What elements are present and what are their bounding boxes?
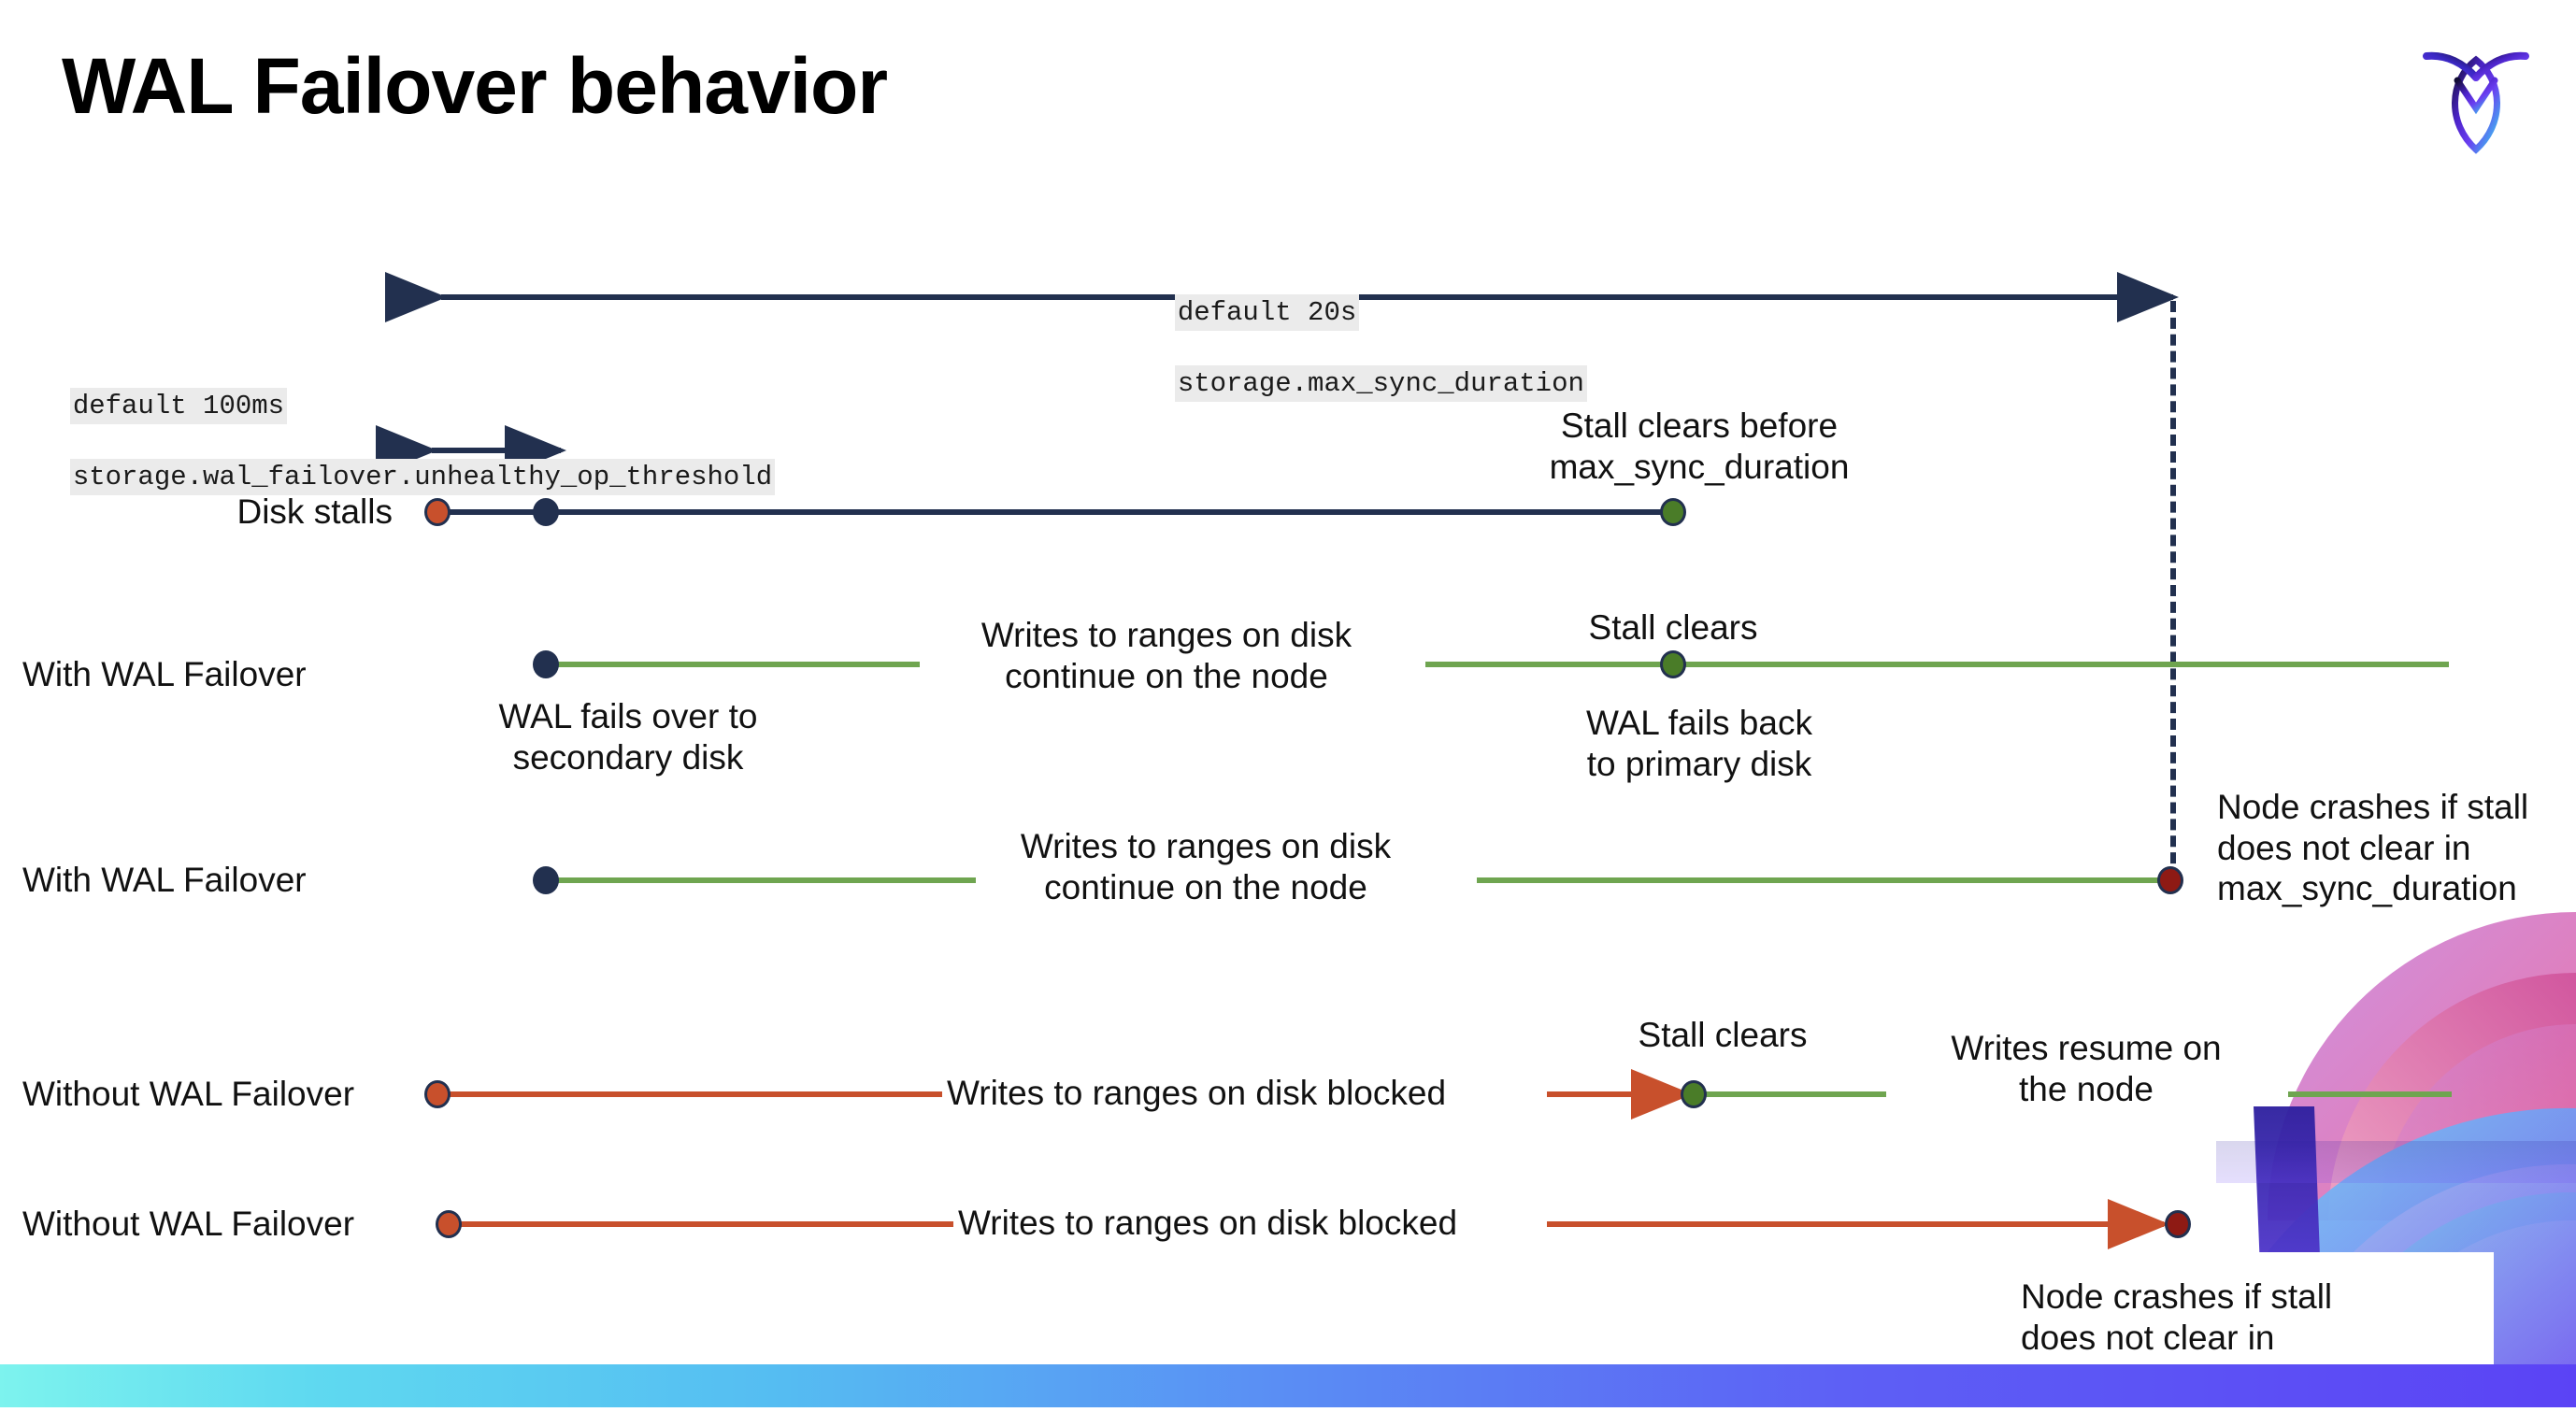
with-failover-timeline-left [546,662,920,667]
note-writes-continue-1: Writes to ranges on disk continue on the… [980,616,1352,695]
note-stall-clears-before-max-sync: Stall clears before max_sync_duration [1549,406,1850,486]
disk-stall-clears-dot [1660,498,1686,526]
max-sync-duration-annotation: default 20s storage.max_sync_duration [1142,260,1587,403]
note-node-crashes-1: Node crashes if stall does not clear in … [2217,788,2529,908]
bottom-gradient-bar [0,1364,2576,1407]
note-writes-continue-2: Writes to ranges on disk continue on the… [1020,827,1392,906]
page-title: WAL Failover behavior [62,42,888,130]
max-sync-duration-dropline [2170,301,2176,880]
wal-failover-start-dot [533,650,559,678]
node-crash-dot-2 [2165,1210,2191,1238]
note-writes-resume: Writes resume on the node [1951,1029,2222,1108]
without-failover-crash-timeline [449,1221,953,1227]
note-writes-blocked-2: Writes to ranges on disk blocked [958,1204,1458,1242]
row-label-without-wal-failover-2: Without WAL Failover [22,1205,355,1243]
disk-stall-start-dot [424,498,451,526]
disk-stalls-timeline [437,509,1673,515]
cockroachdb-logo-icon [2406,26,2546,166]
with-failover-timeline-right [1425,662,2449,667]
wal-failover-stall-clears-dot [1660,650,1686,678]
without-failover-stall-clears-dot [1681,1080,1707,1108]
without-failover-resume-timeline-a [1699,1091,1886,1097]
row-label-without-wal-failover-1: Without WAL Failover [22,1075,355,1113]
note-writes-blocked-1: Writes to ranges on disk blocked [947,1074,1447,1112]
without-failover-start-dot-1 [424,1080,451,1108]
unhealthy-default-label: default 100ms [69,388,288,425]
unhealthy-threshold-annotation: default 100ms storage.wal_failover.unhea… [37,353,776,496]
unhealthy-setting-name: storage.wal_failover.unhealthy_op_thresh… [69,459,776,496]
node-crash-dot-1 [2157,866,2183,894]
wal-failover-crash-start-dot [533,866,559,894]
row-label-disk-stalls: Disk stalls [236,492,393,531]
without-failover-blocked-timeline [437,1091,942,1097]
without-failover-start-dot-2 [436,1210,462,1238]
max-sync-setting-name: storage.max_sync_duration [1174,365,1587,403]
note-stall-clears-1: Stall clears [1588,608,1758,647]
with-failover-crash-timeline-right [1477,877,2168,883]
row-label-with-wal-failover-1: With WAL Failover [22,655,307,693]
max-sync-default-label: default 20s [1174,294,1360,332]
without-failover-resume-timeline-b [2288,1091,2452,1097]
row-label-with-wal-failover-2: With WAL Failover [22,861,307,899]
disk-stall-detected-dot [533,498,559,526]
note-wal-fails-over-to-secondary: WAL fails over to secondary disk [498,697,758,777]
note-wal-fails-back-to-primary: WAL fails back to primary disk [1586,704,1812,783]
note-stall-clears-2: Stall clears [1638,1016,1808,1054]
with-failover-crash-timeline-left [546,877,976,883]
